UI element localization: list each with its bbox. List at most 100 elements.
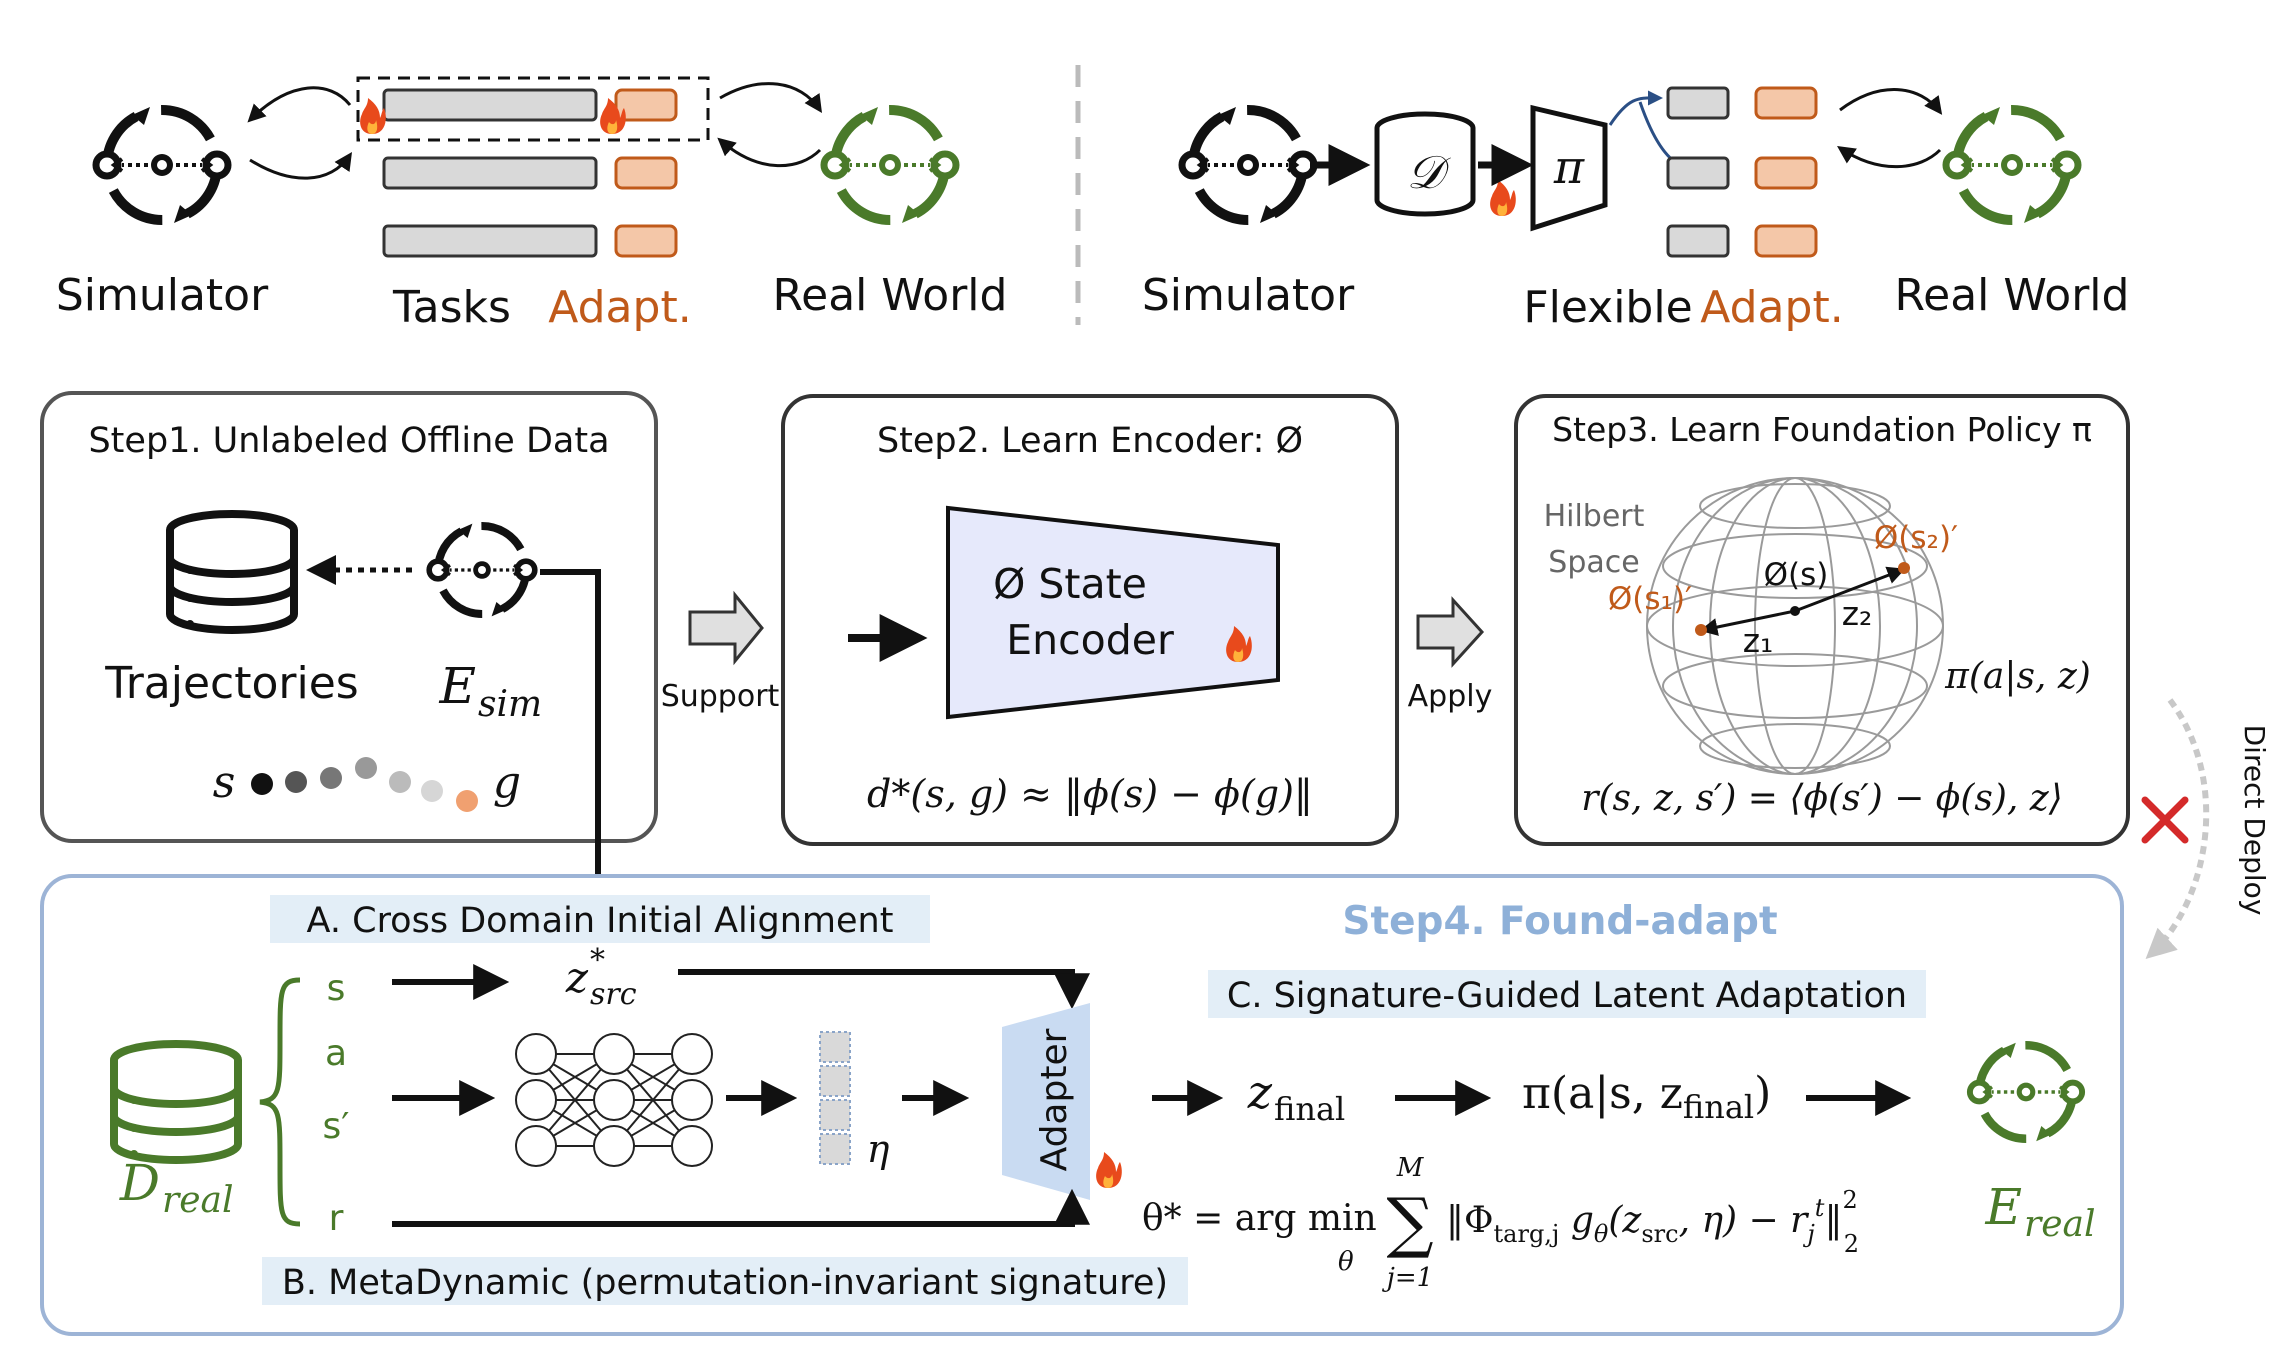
- step4-panel: Step4. Found-adapt A. Cross Domain Initi…: [40, 874, 2124, 1336]
- top-right-adapt-label: Adapt.: [1700, 282, 1843, 333]
- goal-state-label: g: [493, 757, 521, 808]
- arrow-policy-to-module-1: [1608, 90, 1663, 126]
- env-sim-label: E: [439, 657, 477, 715]
- flame-icon: [360, 98, 386, 134]
- z-src-label: z: [565, 953, 589, 1002]
- adapter-label: Adapter: [1034, 1028, 1075, 1171]
- selected-task-box: [356, 76, 710, 142]
- step3-title: Step3. Learn Foundation Policy π: [1552, 410, 2092, 449]
- task-bar-2: [382, 156, 598, 190]
- input-s: s: [327, 968, 346, 1009]
- sum-symbol: ∑: [1386, 1184, 1433, 1261]
- section-b-label: B. MetaDynamic (permutation-invariant si…: [282, 1263, 1168, 1303]
- top-left-simulator-label: Simulator: [56, 270, 269, 321]
- top-left-adapt-label: Adapt.: [548, 282, 691, 333]
- apply-arrow: Apply: [1408, 596, 1493, 714]
- trajectory-dot: [389, 771, 411, 793]
- d-real-label: D: [119, 1154, 160, 1212]
- encoder-line2: Encoder: [1006, 616, 1174, 664]
- tasks-label: Tasks: [392, 282, 511, 333]
- step3-panel: Step3. Learn Foundation Policy π Hilbert…: [1514, 394, 2130, 846]
- flex-adapt-2: [1754, 156, 1818, 190]
- red-cross-icon: [2141, 796, 2189, 844]
- final-policy: π(a|s, zfinal): [1522, 1068, 1771, 1126]
- apply-label: Apply: [1408, 679, 1493, 714]
- step4-title: Step4. Found-adapt: [1342, 899, 1777, 944]
- trajectory-dot: [421, 780, 443, 802]
- z2-label: z₂: [1842, 594, 1873, 633]
- phi-s1-point: [1695, 624, 1707, 636]
- eta-label: η: [867, 1127, 890, 1171]
- section-a-bg: [270, 895, 930, 943]
- real-database-icon: [114, 1044, 238, 1160]
- top-right-simulator-label: Simulator: [1142, 270, 1355, 321]
- trajectory-dot: [251, 773, 273, 795]
- objective-argmin-subscript: θ: [1338, 1247, 1354, 1277]
- z-final-label: z: [1247, 1065, 1273, 1119]
- hilbert-sphere: [1646, 477, 1944, 775]
- top-left-panel: Simulator Tasks Adapt. Real World: [56, 76, 1007, 333]
- arrow-real-to-flex: [1837, 145, 1942, 169]
- arrow-sim-to-tasks: [247, 86, 352, 123]
- objective-formula: θ* = arg min θ M ∑ j=1 ‖Φtarg,j gθ(zsrc,…: [1142, 1153, 1859, 1293]
- direct-deploy: Direct Deploy: [2141, 698, 2271, 960]
- z-final-subscript: final: [1274, 1090, 1345, 1128]
- trajectory-dot: [355, 757, 377, 779]
- step1-panel: Step1. Unlabeled Offline Data Trajectori…: [40, 391, 658, 843]
- d-real-subscript: real: [162, 1180, 234, 1221]
- step1-box: [40, 391, 658, 843]
- flex-task-2: [1666, 156, 1730, 190]
- real-world-icon: [824, 107, 956, 223]
- arrow-tasks-to-real: [719, 82, 822, 113]
- sum-lower: j=1: [1382, 1263, 1433, 1293]
- z1-label: z₁: [1743, 621, 1774, 660]
- state-encoder-block: [946, 505, 1280, 720]
- adapt-box-3: [614, 224, 678, 258]
- flex-task-3: [1666, 224, 1730, 258]
- section-a-label: A. Cross Domain Initial Alignment: [307, 901, 894, 941]
- objective-lhs: θ* = arg min: [1142, 1198, 1377, 1239]
- database-icon: [170, 514, 294, 630]
- input-brace: [259, 977, 301, 1227]
- trajectory-dot: [320, 767, 342, 789]
- vector-z2: [1794, 566, 1906, 613]
- z-src-superscript: *: [590, 943, 605, 978]
- distance-formula: d*(s, g) ≈ ‖ϕ(s) − ϕ(g)‖: [867, 772, 1313, 816]
- task-bar-1: [382, 88, 598, 122]
- phi-s2-label: Ø(s₂)′: [1874, 520, 1958, 556]
- eta-vector: [819, 1031, 851, 1165]
- e-real-label: E: [1985, 1178, 2023, 1236]
- arrow-r-to-adapter: [392, 1188, 1090, 1227]
- origin-point: [1790, 606, 1800, 616]
- task-bar-3: [382, 224, 598, 258]
- section-c-bg: [1208, 970, 1926, 1018]
- support-arrow: Support: [661, 590, 780, 714]
- neural-network: [515, 1033, 713, 1167]
- arrow-real-to-tasks: [717, 137, 822, 168]
- policy-trapezoid: [1530, 104, 1608, 232]
- env-sim-subscript: sim: [478, 684, 542, 725]
- step2-title: Step2. Learn Encoder: Ø: [877, 421, 1303, 461]
- block-arrow-icon: [688, 590, 764, 666]
- simulator-icon: [96, 107, 228, 223]
- support-label: Support: [661, 679, 780, 714]
- flex-adapt-1: [1754, 86, 1818, 120]
- final-policy-label: π(a|s, zfinal): [1522, 1068, 1771, 1126]
- z-src-subscript: src: [590, 977, 637, 1012]
- adapter-block: [1002, 1003, 1090, 1200]
- hilbert-line1: Hilbert: [1544, 499, 1645, 534]
- goal-dot: [456, 790, 478, 812]
- input-a: a: [325, 1033, 347, 1074]
- input-s-prime: s′: [323, 1106, 350, 1147]
- adapt-box-2: [614, 156, 678, 190]
- section-c-label: C. Signature-Guided Latent Adaptation: [1227, 976, 1907, 1016]
- trajectories-label: Trajectories: [104, 658, 358, 709]
- phi-s1-label: Ø(s₁)′: [1608, 581, 1692, 617]
- block-arrow-icon: [1416, 596, 1485, 668]
- real-world-icon: [1946, 107, 2078, 223]
- trajectory-dot: [285, 771, 307, 793]
- sum-upper: M: [1396, 1153, 1425, 1183]
- step3-box: [1514, 394, 2130, 846]
- step2-panel: Step2. Learn Encoder: Ø Ø State Encoder …: [781, 394, 1399, 846]
